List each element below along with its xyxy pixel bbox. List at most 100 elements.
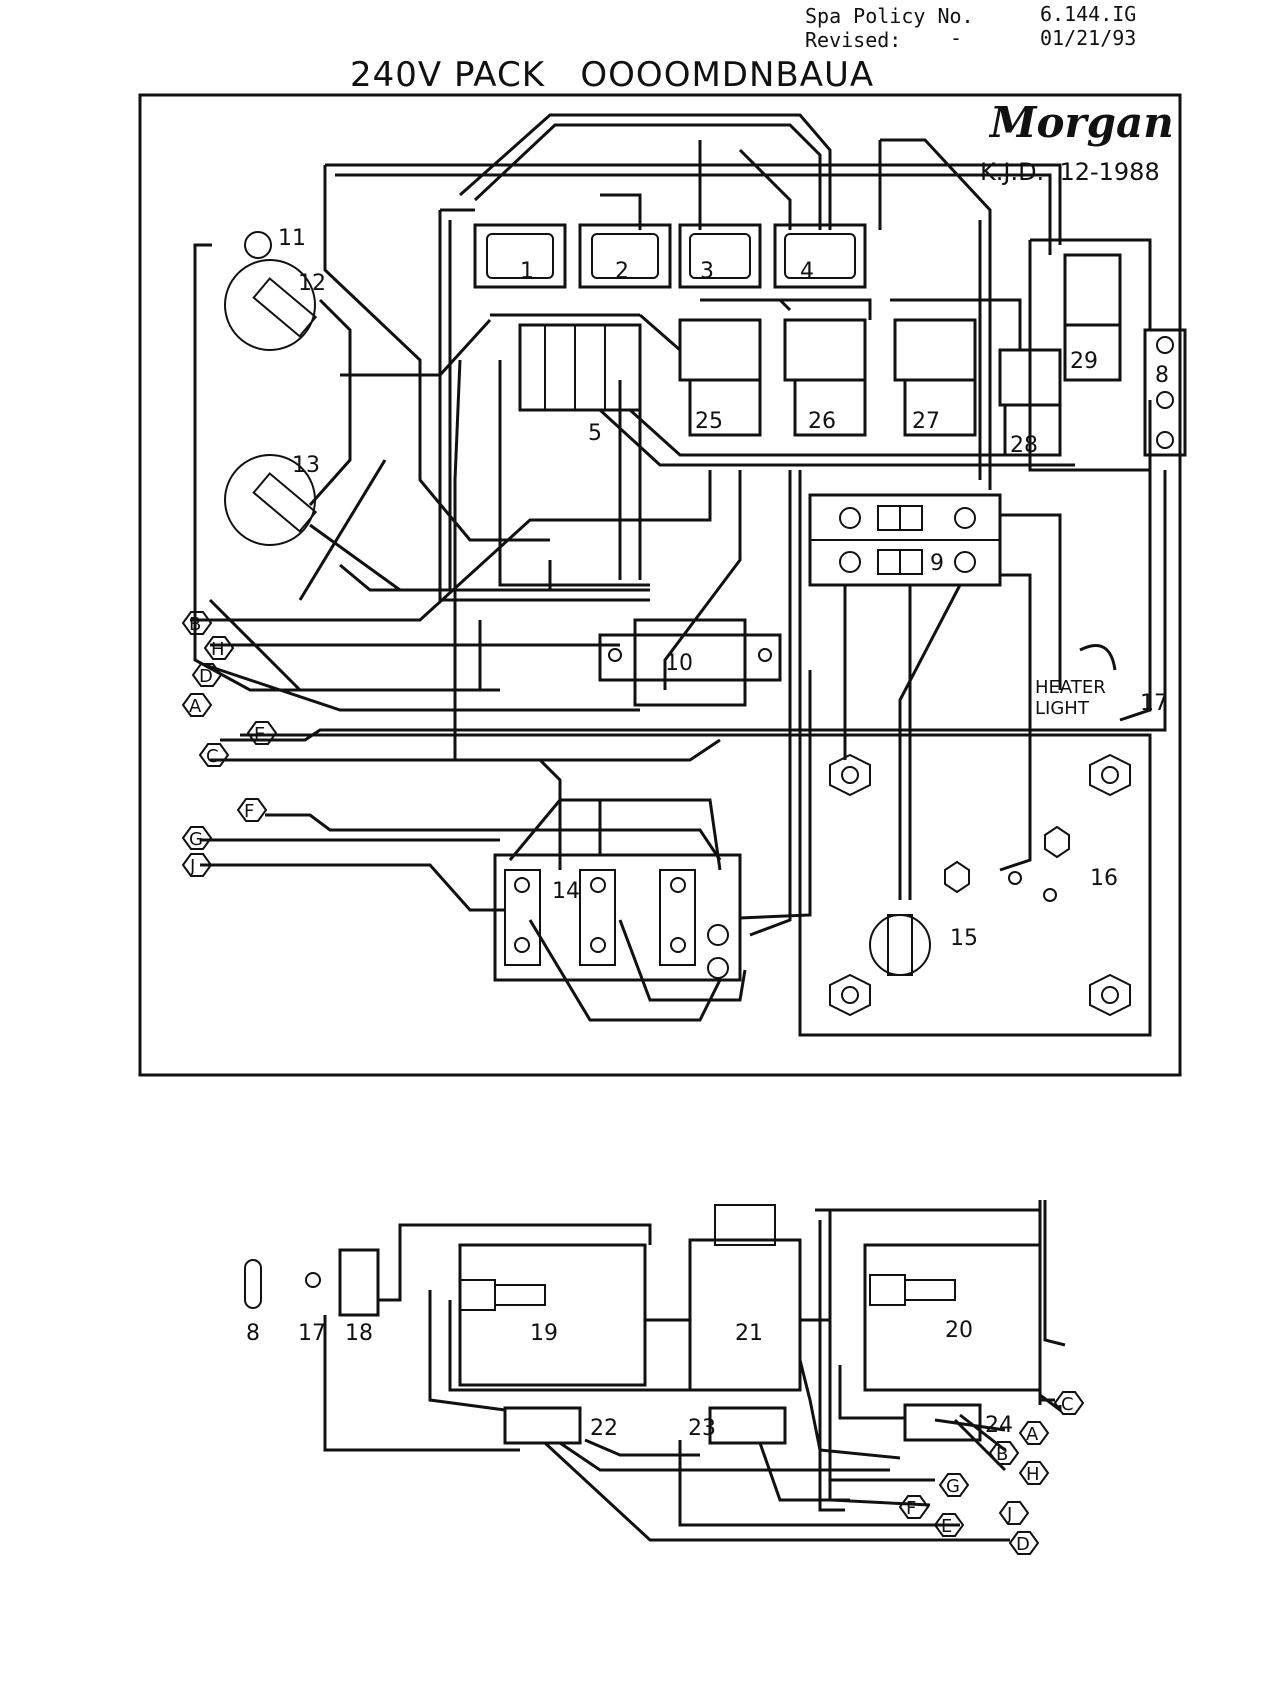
svg-text:J: J	[1006, 1504, 1012, 1525]
label-5: 5	[588, 421, 602, 446]
relay-29: 29	[1063, 253, 1122, 382]
svg-text:B: B	[189, 614, 201, 635]
connector-tags-bottom: C A B H G F E J D	[898, 1391, 1085, 1555]
label-14: 14	[552, 879, 580, 904]
svg-text:E: E	[254, 724, 265, 745]
connector-G-top: G	[181, 826, 213, 850]
relay-26: 26	[783, 318, 867, 437]
relay-2: 2	[578, 223, 672, 289]
svg-text:J: J	[189, 856, 195, 877]
connector-C-top: C	[198, 743, 230, 767]
svg-text:A: A	[1026, 1424, 1039, 1445]
connector-E-bottom: E	[933, 1513, 965, 1537]
label-b19: 19	[530, 1321, 558, 1346]
switch-24	[903, 1403, 982, 1442]
label-12: 12	[298, 271, 326, 296]
revised-value: 01/21/93	[1040, 26, 1137, 50]
label-b22: 22	[590, 1416, 618, 1441]
svg-text:F: F	[906, 1498, 916, 1519]
label-8: 8	[1155, 363, 1169, 388]
label-b21: 21	[735, 1321, 763, 1346]
policy-label: Spa Policy No.	[805, 4, 974, 28]
author-date: K.J.D. 12-1988	[980, 158, 1160, 186]
connector-B-top: B	[181, 611, 213, 635]
transformer-10: 10	[598, 618, 782, 707]
module-19	[458, 1243, 647, 1387]
connector-F-top: F	[236, 798, 268, 822]
label-27: 27	[912, 409, 940, 434]
label-2: 2	[615, 259, 629, 284]
label-26: 26	[808, 409, 836, 434]
contactor-14: 14	[493, 853, 742, 982]
terminal-strip-8: 8	[1143, 328, 1187, 457]
label-13: 13	[292, 453, 320, 478]
heater-plate: 16	[798, 733, 1152, 1037]
pack-enclosure	[138, 93, 1182, 1077]
relay-25: 25	[678, 318, 762, 437]
connector-E-top: E	[246, 721, 278, 745]
svg-text:C: C	[206, 746, 219, 767]
connector-A-bottom: A	[1018, 1421, 1050, 1445]
label-3: 3	[700, 259, 714, 284]
label-b20: 20	[945, 1318, 973, 1343]
connector-F-bottom: F	[898, 1495, 930, 1519]
svg-text:C: C	[1061, 1394, 1074, 1415]
label-b24: 24	[985, 1413, 1013, 1438]
label-1: 1	[520, 259, 534, 284]
wiring-harness	[190, 113, 1167, 1022]
svg-text:G: G	[189, 829, 203, 850]
connector-J-top: J	[181, 853, 213, 877]
item-17-shape	[305, 1272, 321, 1288]
diagram-title: 240V PACK OOOOMDNBAUA	[350, 55, 875, 95]
relay-3: 3	[678, 223, 762, 289]
revised-dash: -	[950, 26, 963, 50]
relay-1: 1	[473, 223, 567, 289]
connector-tags-top: B H D A E C F G J	[181, 611, 278, 877]
connector-H-bottom: H	[1018, 1461, 1050, 1485]
module-21	[688, 1238, 802, 1392]
label-light: LIGHT	[1035, 698, 1090, 719]
connector-J-bottom: J	[998, 1501, 1030, 1525]
svg-text:F: F	[244, 801, 254, 822]
connector-G-bottom: G	[938, 1473, 970, 1497]
svg-text:E: E	[941, 1516, 952, 1537]
label-4: 4	[800, 259, 814, 284]
connector-D-bottom: D	[1008, 1531, 1040, 1555]
connector-H-top: H	[203, 636, 235, 660]
terminal-block-9: 9	[808, 493, 1002, 587]
label-25: 25	[695, 409, 723, 434]
svg-text:D: D	[199, 666, 213, 687]
connector-B-bottom: B	[988, 1441, 1020, 1465]
label-b23: 23	[688, 1416, 716, 1441]
sensor-13: 13	[224, 453, 320, 546]
label-9: 9	[930, 551, 944, 576]
svg-text:A: A	[189, 696, 202, 717]
sensor-12: 12	[224, 259, 326, 351]
switch-block-5: 5	[518, 323, 642, 446]
svg-text:H: H	[211, 639, 225, 660]
thermostat-15: 15	[869, 914, 978, 976]
connector-D-top: D	[191, 663, 223, 687]
svg-text:B: B	[996, 1444, 1008, 1465]
relay-27: 27	[893, 318, 977, 437]
connector-A-top: A	[181, 693, 213, 717]
svg-text:H: H	[1026, 1464, 1040, 1485]
sensor-11: 11	[244, 226, 306, 259]
switch-22	[503, 1406, 582, 1445]
bottom-diagram: 8 17 18 19 21 20 22 23 24	[244, 1200, 1066, 1542]
relay-4: 4	[773, 223, 867, 289]
revised-label: Revised:	[805, 28, 902, 52]
label-b18: 18	[345, 1321, 373, 1346]
switch-23	[708, 1406, 787, 1445]
policy-value: 6.144.IG	[1040, 2, 1137, 26]
label-11: 11	[278, 226, 306, 251]
switch-18	[338, 1248, 380, 1317]
label-heater: HEATER	[1035, 677, 1106, 698]
label-16: 16	[1090, 866, 1118, 891]
label-b8: 8	[246, 1321, 260, 1346]
label-b17: 17	[298, 1321, 326, 1346]
label-29: 29	[1070, 349, 1098, 374]
item-8-shape	[244, 1259, 262, 1309]
label-15: 15	[950, 926, 978, 951]
